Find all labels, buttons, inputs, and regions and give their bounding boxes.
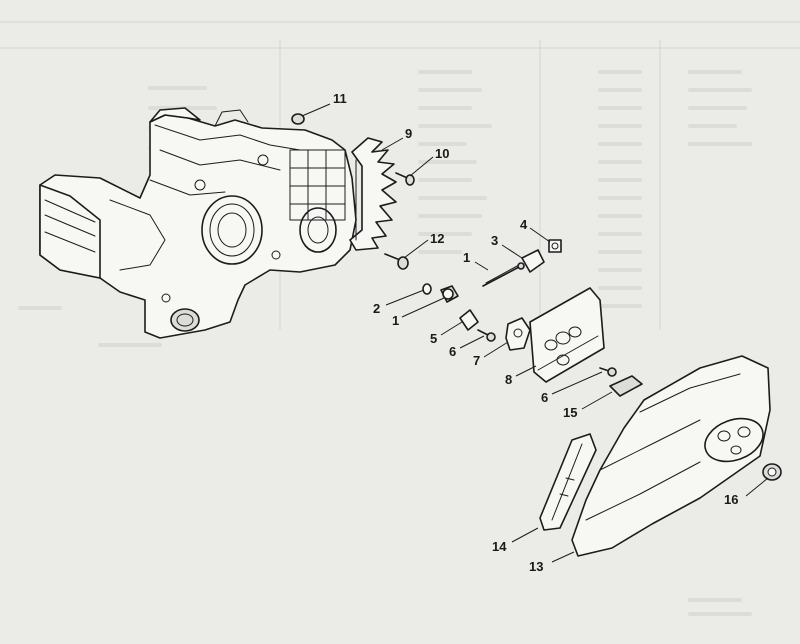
part-10-screw xyxy=(395,172,415,186)
leader-lines xyxy=(301,103,769,563)
part-15-block xyxy=(609,375,643,397)
callout-7: 7 xyxy=(473,353,480,368)
part-4-clip xyxy=(548,239,562,253)
part-6-screw-lower xyxy=(599,367,617,377)
callout-16: 16 xyxy=(724,492,738,507)
callout-6-upper: 6 xyxy=(449,344,456,359)
callout-4: 4 xyxy=(520,217,528,232)
callout-8: 8 xyxy=(505,372,512,387)
part-13-sprocket-cover xyxy=(571,355,771,557)
part-7-chain-catcher xyxy=(505,317,531,351)
callout-3: 3 xyxy=(491,233,498,248)
part-9-spike-bumper xyxy=(349,137,397,251)
callout-5: 5 xyxy=(430,331,437,346)
callout-1-upper: 1 xyxy=(463,250,470,265)
callout-10: 10 xyxy=(435,146,449,161)
callout-9: 9 xyxy=(405,126,412,141)
callout-6-lower: 6 xyxy=(541,390,548,405)
callout-14: 14 xyxy=(492,539,507,554)
part-16-nut xyxy=(762,463,782,481)
callout-labels: 11 9 10 12 1 3 4 2 1 5 6 7 8 6 15 16 14 … xyxy=(333,91,738,574)
part-12-screw xyxy=(384,253,409,270)
callout-1-lower: 1 xyxy=(392,313,399,328)
paper-show-through xyxy=(0,21,800,616)
part-2-washer xyxy=(422,283,432,295)
callout-13: 13 xyxy=(529,559,543,574)
part-1-stud-bolt xyxy=(482,262,525,287)
part-8-guide-plate xyxy=(529,287,605,383)
part-5-plate xyxy=(459,309,479,331)
callout-2: 2 xyxy=(373,301,380,316)
callout-15: 15 xyxy=(563,405,577,420)
part-11-nut xyxy=(291,113,305,125)
part-6-screw-upper xyxy=(477,329,496,342)
part-1-collar-stud xyxy=(440,285,459,303)
crankcase-assembly xyxy=(39,107,357,339)
callout-11: 11 xyxy=(333,91,347,106)
callout-12: 12 xyxy=(430,231,444,246)
part-14-guard-bar xyxy=(539,433,597,531)
part-3-tensioner xyxy=(521,249,545,273)
